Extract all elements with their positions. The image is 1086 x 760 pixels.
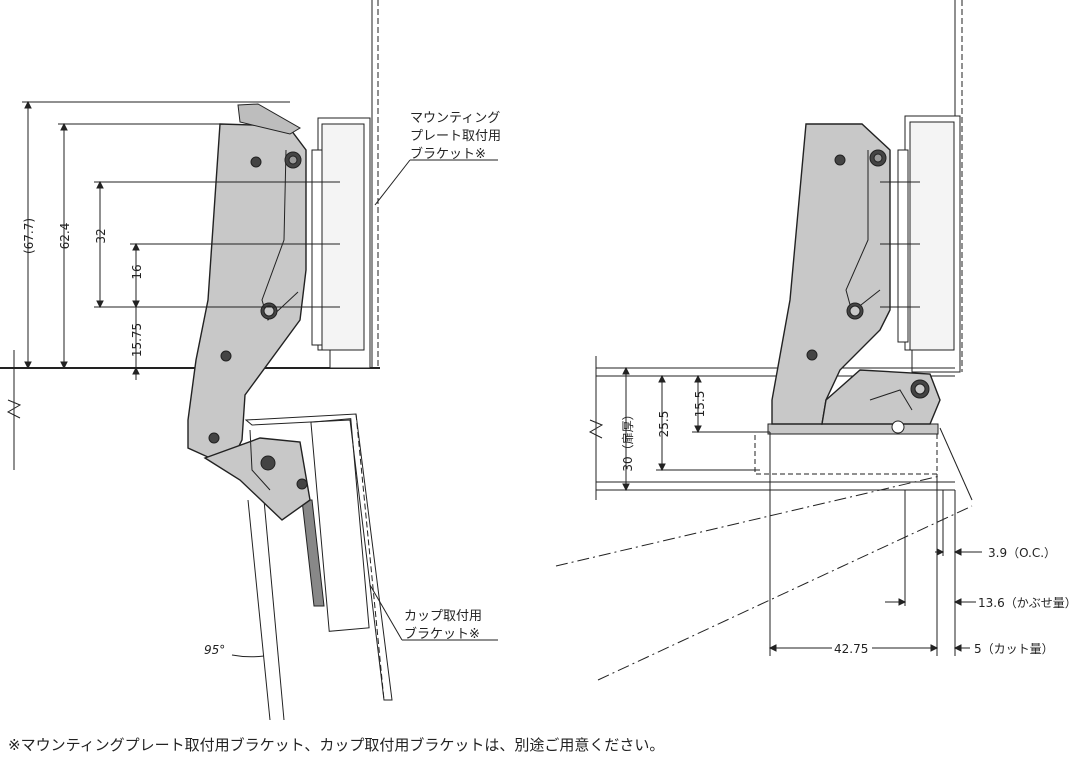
- callout-cup-line1: カップ取付用: [404, 609, 482, 624]
- callout-mounting-line2: プレート取付用: [410, 129, 501, 144]
- dim-25-5: 25.5: [657, 411, 671, 438]
- dim-32: 32: [94, 228, 108, 243]
- angle-label: 95°: [204, 643, 225, 657]
- dim-15-75: 15.75: [130, 323, 144, 357]
- dim-62-4: 62.4: [58, 223, 72, 250]
- dim-overlay: 13.6（かぶせ量）: [978, 596, 1077, 610]
- right-view: [555, 0, 985, 681]
- dim-cut: 5（カット量）: [974, 642, 1054, 656]
- callout-cup-line2: ブラケット※: [404, 626, 480, 642]
- dim-42-75: 42.75: [834, 642, 868, 656]
- dim-67-7: (67.7): [22, 218, 36, 254]
- footnote: ※マウンティングプレート取付用ブラケット、カップ取付用ブラケットは、別途ご用意く…: [8, 736, 665, 754]
- dim-door-thickness: 30（扉厚）: [621, 408, 635, 471]
- hinge-arm-left: [187, 123, 307, 461]
- dim-15-5: 15.5: [693, 391, 707, 418]
- cup-bracket: [301, 499, 325, 607]
- dim-oc: 3.9（O.C.）: [988, 546, 1056, 560]
- left-view: [0, 0, 498, 721]
- callout-mounting-line3: ブラケット※: [410, 146, 486, 162]
- hinge-arm-right: [771, 123, 891, 425]
- callout-mounting-line1: マウンティング: [410, 111, 500, 126]
- dim-16: 16: [130, 264, 144, 279]
